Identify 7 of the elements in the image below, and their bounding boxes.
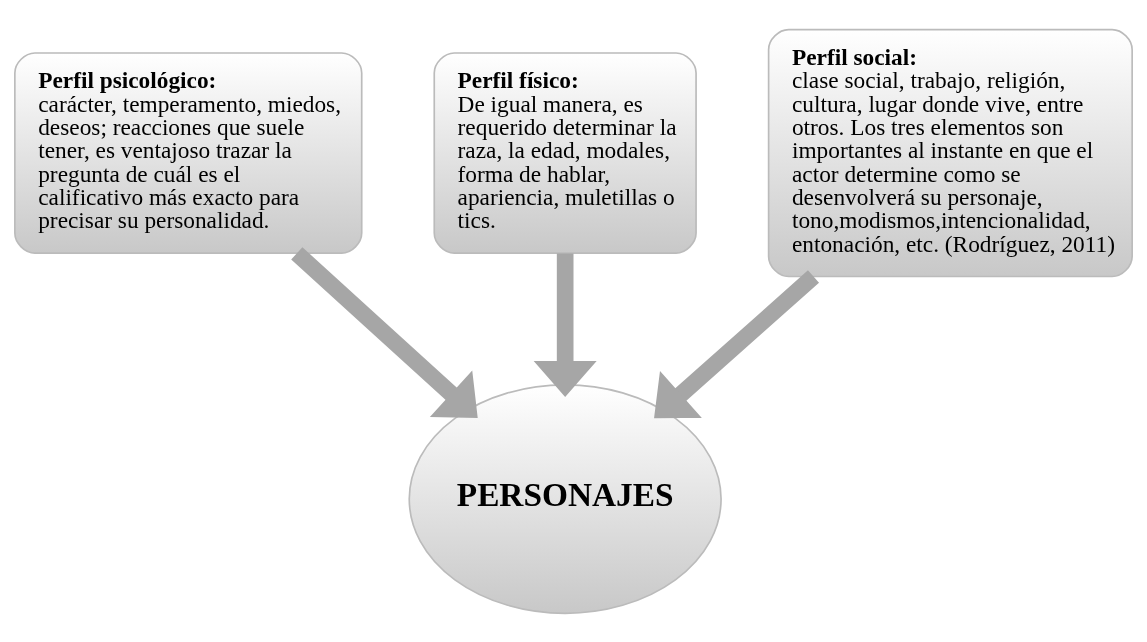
arrow [654,269,820,418]
node-box: Perfil psicológico: carácter, temperamento, miedos, deseos; reacciones que suele tener, es ventajoso trazar la pregunta de cuál es el calificativo más exacto para precisar su personalidad. [14,51,363,254]
node-box: Perfil físico: De igual manera, es requerido determinar la raza, la edad, modales, forma de hablar, apariencia, muletillas o tics. [433,51,697,254]
node-ellipse: PERSONAJES [408,383,722,614]
node-box: Perfil social: clase social, trabajo, religión, cultura, lugar donde vive, entre otros. Los tres elementos son importantes al instante en que el actor determine como se desenvolverá su personaje, tono,modismos,intencionalidad, entonación, etc. (Rodríguez, 2011) [767,28,1133,277]
arrow [291,246,478,418]
arrow [533,252,597,397]
